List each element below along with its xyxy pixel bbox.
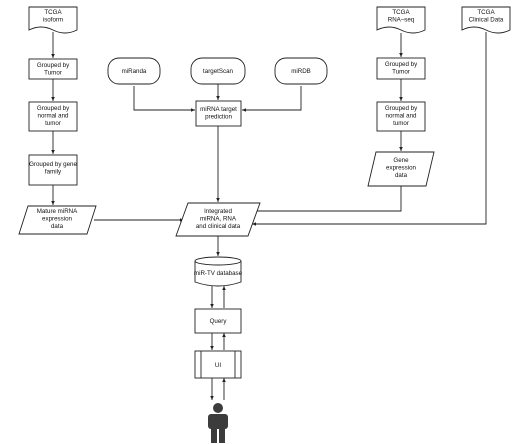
svg-text:miRanda: miRanda <box>122 68 147 75</box>
node-text-line: expression <box>42 216 72 223</box>
node-text-line: data <box>51 223 64 230</box>
node-text-line: Clinical Data <box>469 17 504 24</box>
node-text-line: miR-TV database <box>194 270 243 277</box>
node-text-line: normal and <box>38 113 70 120</box>
node-text-line: miRDB <box>291 68 311 75</box>
svg-text:targetScan: targetScan <box>203 68 233 75</box>
node-text-line: and clinical data <box>196 223 241 230</box>
node-text-line: expression <box>386 165 416 172</box>
node-text-line: Tumor <box>392 69 410 76</box>
node-text-line: RNA–seq <box>388 17 415 24</box>
node-text-line: Grouped by <box>37 62 70 69</box>
svg-text:Query: Query <box>210 318 228 325</box>
edge-mirdb-to-prediction <box>242 86 302 112</box>
node-text-line: prediction <box>205 114 232 121</box>
node-text-line: miRNA, RNA <box>200 216 237 223</box>
node-text-line: Tumor <box>44 70 62 77</box>
node-mirtv-database: miR-TV database <box>194 256 243 287</box>
node-text-line: normal and <box>386 113 418 120</box>
node-text-line: miRanda <box>122 68 147 75</box>
edge-gene-expression-to-integrated <box>252 186 402 213</box>
node-text-line: UI <box>215 362 221 369</box>
node-text-line: isoform <box>43 17 63 24</box>
node-text-line: Grouped by gene <box>29 161 77 168</box>
svg-text:miRDB: miRDB <box>291 68 311 75</box>
node-text-line: TCGA <box>477 9 495 16</box>
edge-miranda-to-prediction <box>133 86 195 112</box>
node-text-line: targetScan <box>203 68 233 75</box>
node-text-line: family <box>45 169 62 176</box>
node-text-line: data <box>395 172 408 179</box>
node-text-line: Query <box>210 318 228 325</box>
node-text-line: tumor <box>45 120 61 127</box>
svg-text:miR-TV database: miR-TV database <box>194 270 243 277</box>
node-text-line: miRNA target <box>200 106 237 113</box>
edge-clinical-to-integrated <box>252 32 487 226</box>
node-text-line: Grouped by <box>385 61 418 68</box>
person-icon <box>208 403 228 443</box>
node-text-line: Gene <box>393 157 409 164</box>
node-miranda: miRanda <box>107 57 161 85</box>
node-text-line: Grouped by <box>37 105 70 112</box>
node-text-line: TCGA <box>392 9 410 16</box>
node-text-line: tumor <box>393 120 409 127</box>
edges <box>51 32 487 400</box>
node-targetscan: targetScan <box>190 57 246 85</box>
node-mirdb: miRDB <box>274 57 328 85</box>
node-text-line: Grouped by <box>385 105 418 112</box>
node-query: Query <box>194 308 242 334</box>
node-text-line: Mature miRNA <box>37 208 78 215</box>
node-ui: UI <box>194 350 242 379</box>
svg-text:UI: UI <box>215 362 221 369</box>
node-text-line: TCGA <box>44 9 62 16</box>
node-text-line: Integrated <box>204 208 232 215</box>
